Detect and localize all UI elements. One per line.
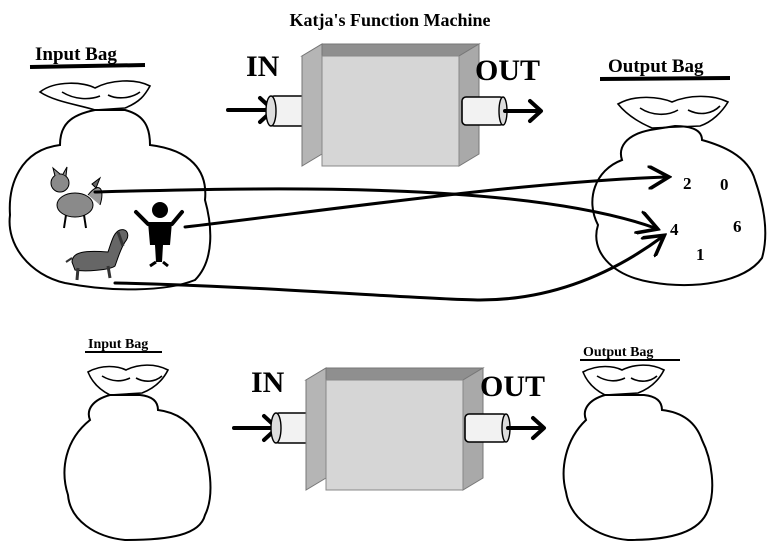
- top-output-bag-underline: [599, 76, 731, 81]
- bottom-machine-box: [270, 367, 511, 491]
- bottom-in-label: IN: [251, 366, 285, 399]
- top-out-label: OUT: [475, 54, 540, 87]
- bottom-input-bag-label: Input Bag: [88, 337, 148, 352]
- bottom-output-bag: [562, 364, 714, 542]
- top-function-machine: Input Bag: [8, 43, 767, 302]
- mapping-arrow-pets-to-4: [93, 187, 655, 228]
- bottom-input-bag: [63, 364, 212, 542]
- top-in-label: IN: [246, 50, 280, 83]
- top-machine-box: [265, 43, 508, 167]
- top-input-bag-underline: [29, 63, 146, 69]
- cat-and-rooster-icon: [50, 166, 103, 229]
- mapping-arrow-person-to-2: [183, 177, 666, 229]
- bottom-out-label: OUT: [480, 370, 545, 403]
- output-number-0: 0: [720, 175, 729, 194]
- bottom-out-arrow: [506, 416, 546, 440]
- dachshund-dog-icon: [65, 229, 129, 281]
- top-input-bag-label: Input Bag: [35, 44, 117, 65]
- bottom-output-bag-label: Output Bag: [583, 345, 653, 360]
- top-out-arrow: [503, 99, 543, 123]
- output-number-2: 2: [683, 174, 692, 193]
- mapping-arrow-dog-to-4: [113, 237, 662, 302]
- top-output-bag-label: Output Bag: [608, 56, 704, 77]
- person-icon: [134, 202, 184, 268]
- output-number-6: 6: [733, 217, 742, 236]
- diagram-title: Katja's Function Machine: [290, 10, 491, 30]
- output-number-1: 1: [696, 245, 705, 264]
- output-number-4: 4: [670, 220, 679, 239]
- top-output-bag: [591, 95, 767, 286]
- bottom-function-machine: Input Bag IN OUT Output Bag: [63, 337, 714, 542]
